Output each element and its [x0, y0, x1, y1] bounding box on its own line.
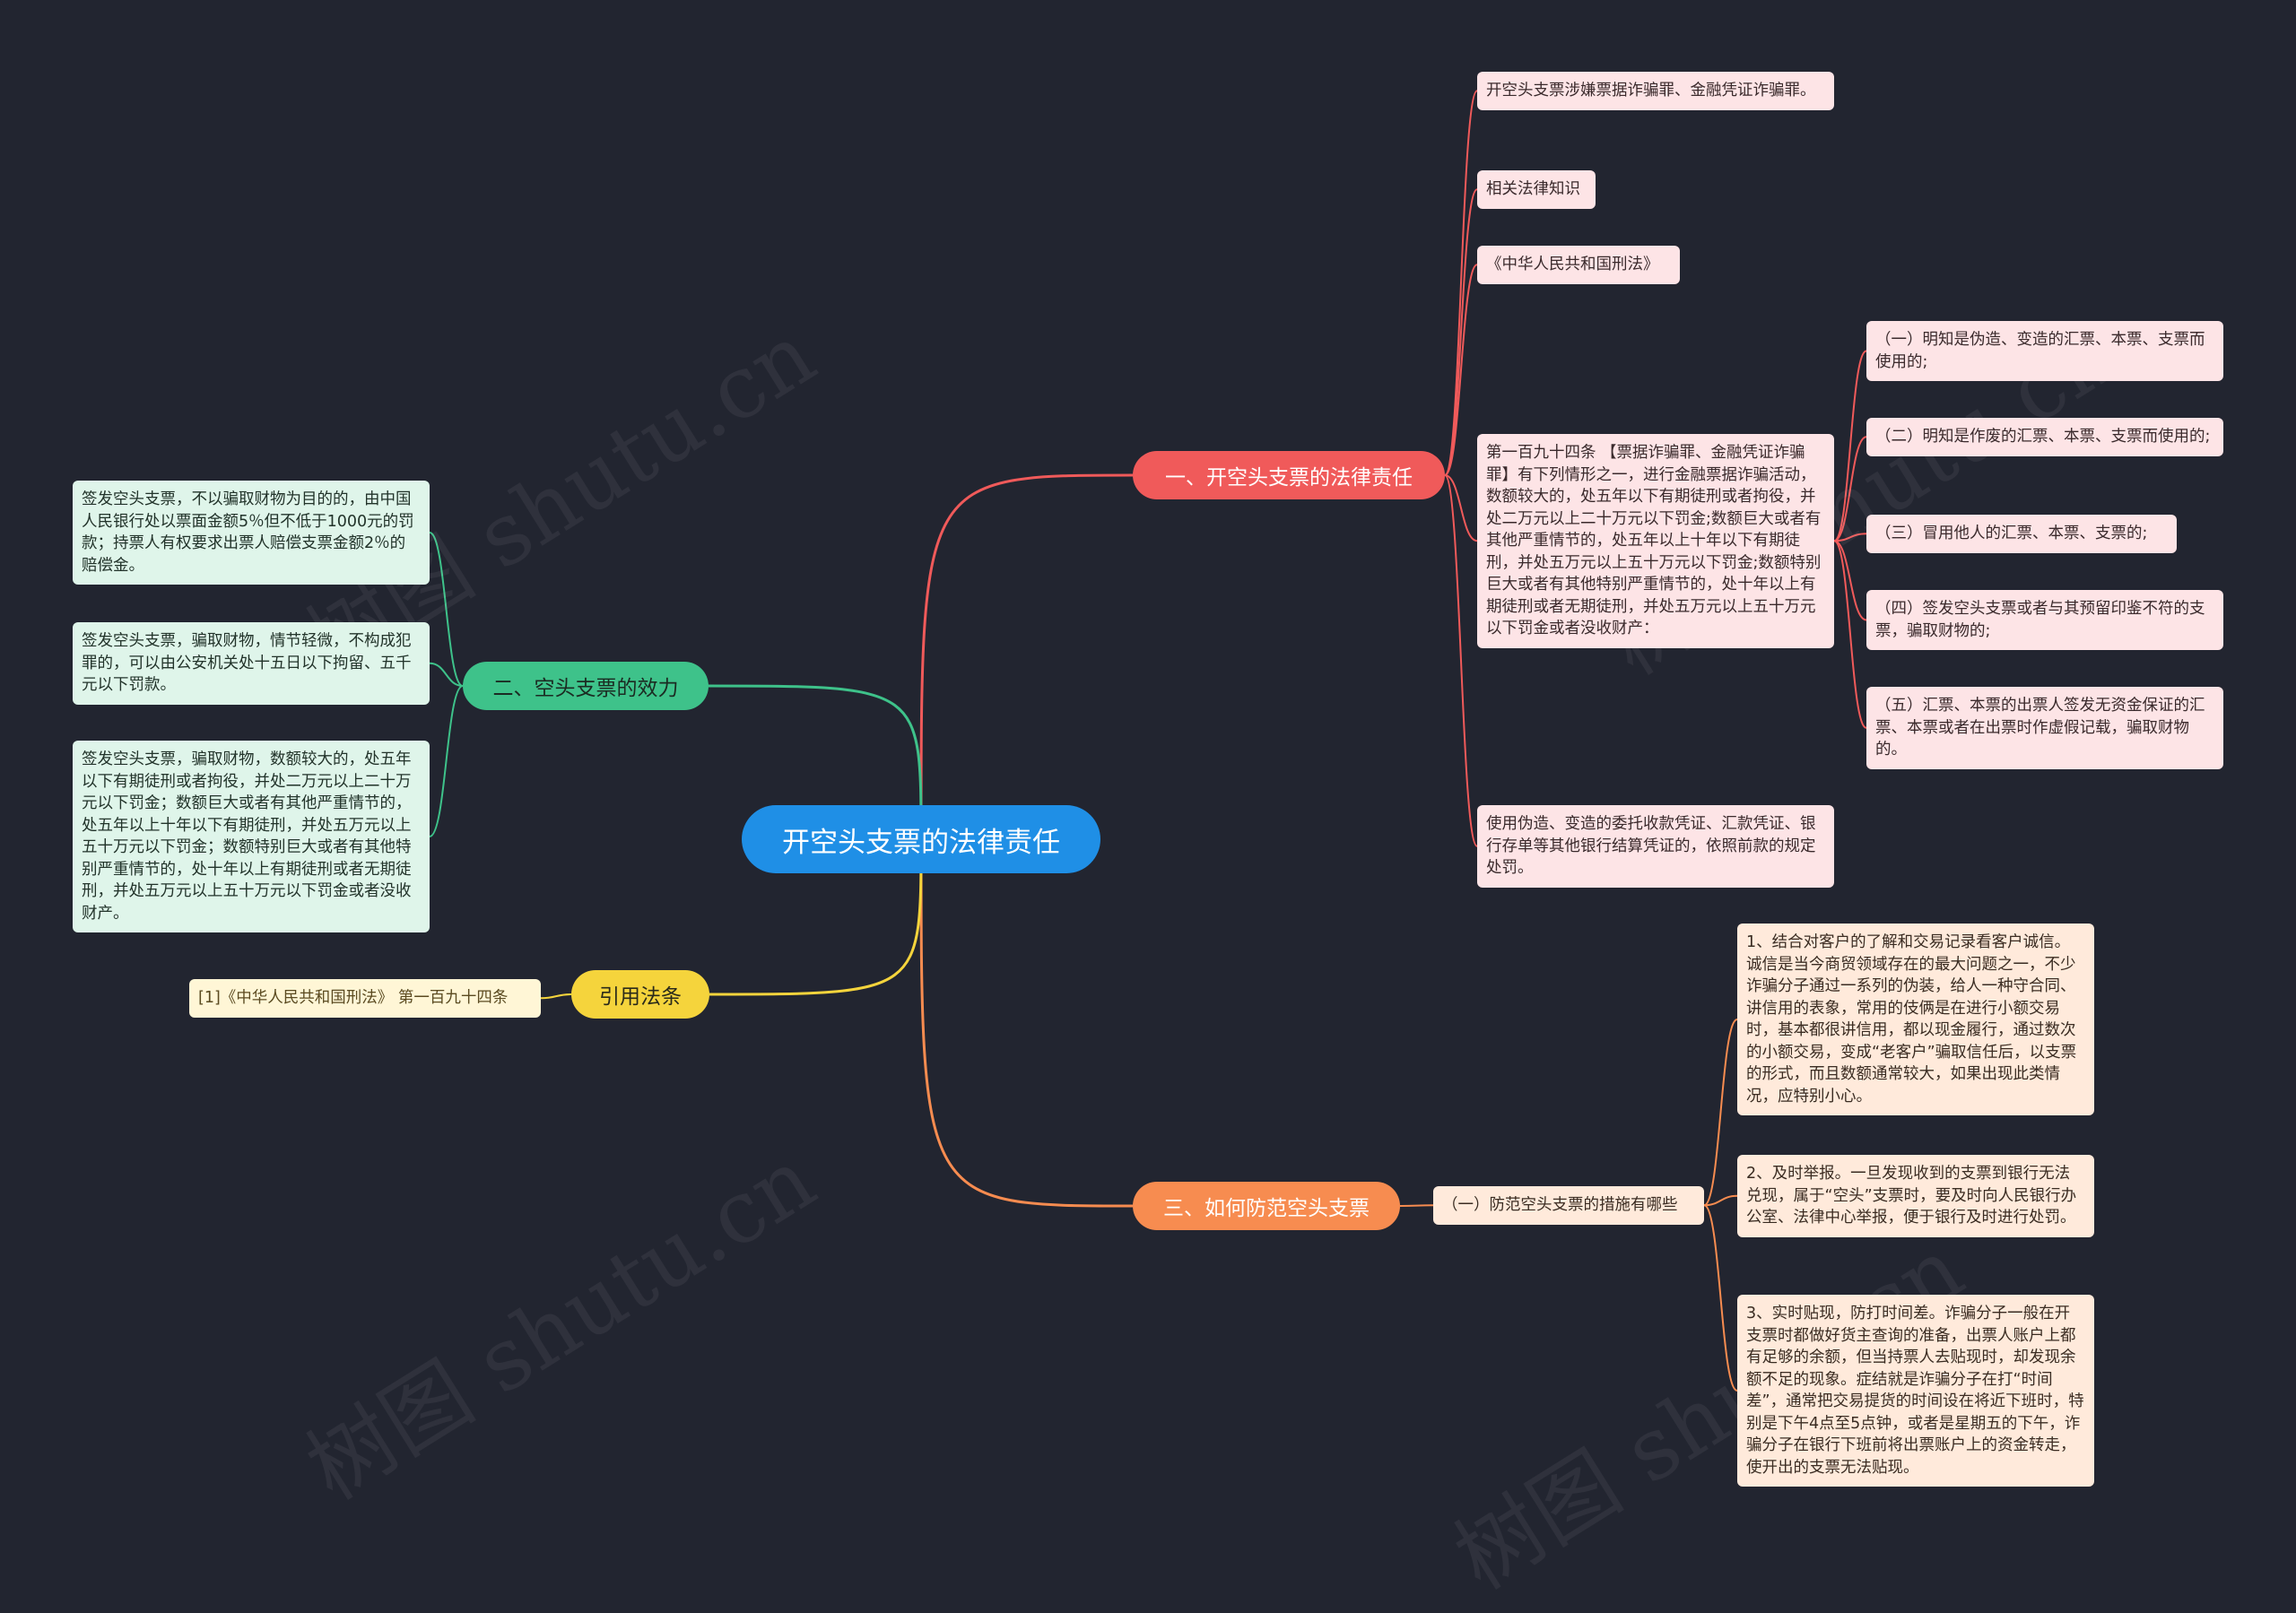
connector — [429, 662, 464, 687]
leaf-effect-fine[interactable]: 签发空头支票，不以骗取财物为目的的，由中国人民银行处以票面金额5％但不低于100… — [73, 481, 430, 585]
connector — [1703, 1204, 1738, 1392]
leaf-measure-1[interactable]: 1、结合对客户的了解和交易记录看客户诚信。诚信是当今商贸领域存在的最大问题之一，… — [1737, 924, 2094, 1115]
connector — [919, 473, 1134, 840]
central-topic[interactable]: 开空头支票的法律责任 — [742, 805, 1100, 873]
connector — [1399, 1204, 1434, 1207]
connector — [429, 532, 464, 687]
branch-legal-liability[interactable]: 一、开空头支票的法律责任 — [1133, 451, 1445, 499]
leaf-related-knowledge[interactable]: 相关法律知识 — [1477, 170, 1596, 209]
leaf-case-3[interactable]: （三）冒用他人的汇票、本票、支票的; — [1866, 515, 2177, 553]
connector — [540, 993, 572, 1000]
connector — [1703, 1194, 1738, 1207]
leaf-crime-summary[interactable]: 开空头支票涉嫌票据诈骗罪、金融凭证诈骗罪。 — [1477, 72, 1834, 110]
connector — [1444, 188, 1478, 476]
leaf-prevention-measures[interactable]: （一）防范空头支票的措施有哪些 — [1433, 1186, 1704, 1225]
connector — [1444, 474, 1478, 847]
leaf-case-2[interactable]: （二）明知是作废的汇票、本票、支票而使用的; — [1866, 418, 2223, 456]
leaf-article-194[interactable]: 第一百九十四条 【票据诈骗罪、金融凭证诈骗罪】有下列情形之一，进行金融票据诈骗活… — [1477, 434, 1834, 648]
leaf-law-citation[interactable]: [1]《中华人民共和国刑法》 第一百九十四条 — [189, 979, 541, 1018]
leaf-measure-3[interactable]: 3、实时贴现，防打时间差。诈骗分子一般在开支票时都做好货主查询的准备，出票人账户… — [1737, 1295, 2094, 1487]
connector — [1444, 90, 1478, 476]
connector — [919, 838, 1134, 1208]
leaf-effect-detention[interactable]: 签发空头支票，骗取财物，情节轻微，不构成犯罪的，可以由公安机关处十五日以下拘留、… — [73, 622, 430, 705]
connector — [1833, 540, 1867, 729]
connector — [1833, 436, 1867, 542]
branch-cited-law[interactable]: 引用法条 — [571, 970, 709, 1019]
leaf-effect-criminal[interactable]: 签发空头支票，骗取财物，数额较大的，处五年以下有期徒刑或者拘役，并处二万元以上二… — [73, 741, 430, 932]
leaf-case-1[interactable]: （一）明知是伪造、变造的汇票、本票、支票而使用的; — [1866, 321, 2223, 381]
leaf-settlement-vouchers[interactable]: 使用伪造、变造的委托收款凭证、汇款凭证、银行存单等其他银行结算凭证的，依照前款的… — [1477, 805, 1834, 888]
connector — [708, 684, 923, 840]
connector — [1833, 540, 1867, 621]
leaf-criminal-law[interactable]: 《中华人民共和国刑法》 — [1477, 246, 1680, 284]
branch-prevention[interactable]: 三、如何防范空头支票 — [1133, 1182, 1400, 1230]
connector — [1833, 533, 1867, 542]
connector — [709, 838, 923, 996]
connector — [1444, 474, 1478, 542]
connector — [1833, 350, 1867, 542]
leaf-case-4[interactable]: （四）签发空头支票或者与其预留印鉴不符的支票，骗取财物的; — [1866, 590, 2223, 650]
branch-cheque-effect[interactable]: 二、空头支票的效力 — [463, 662, 709, 710]
leaf-case-5[interactable]: （五）汇票、本票的出票人签发无资金保证的汇票、本票或者在出票时作虚假记载，骗取财… — [1866, 687, 2223, 769]
leaf-measure-2[interactable]: 2、及时举报。一旦发现收到的支票到银行无法兑现，属于“空头”支票时，要及时向人民… — [1737, 1155, 2094, 1237]
connector — [1703, 1019, 1738, 1207]
connector — [1444, 264, 1478, 476]
connector — [429, 685, 464, 837]
connector-lines — [429, 90, 1867, 1392]
